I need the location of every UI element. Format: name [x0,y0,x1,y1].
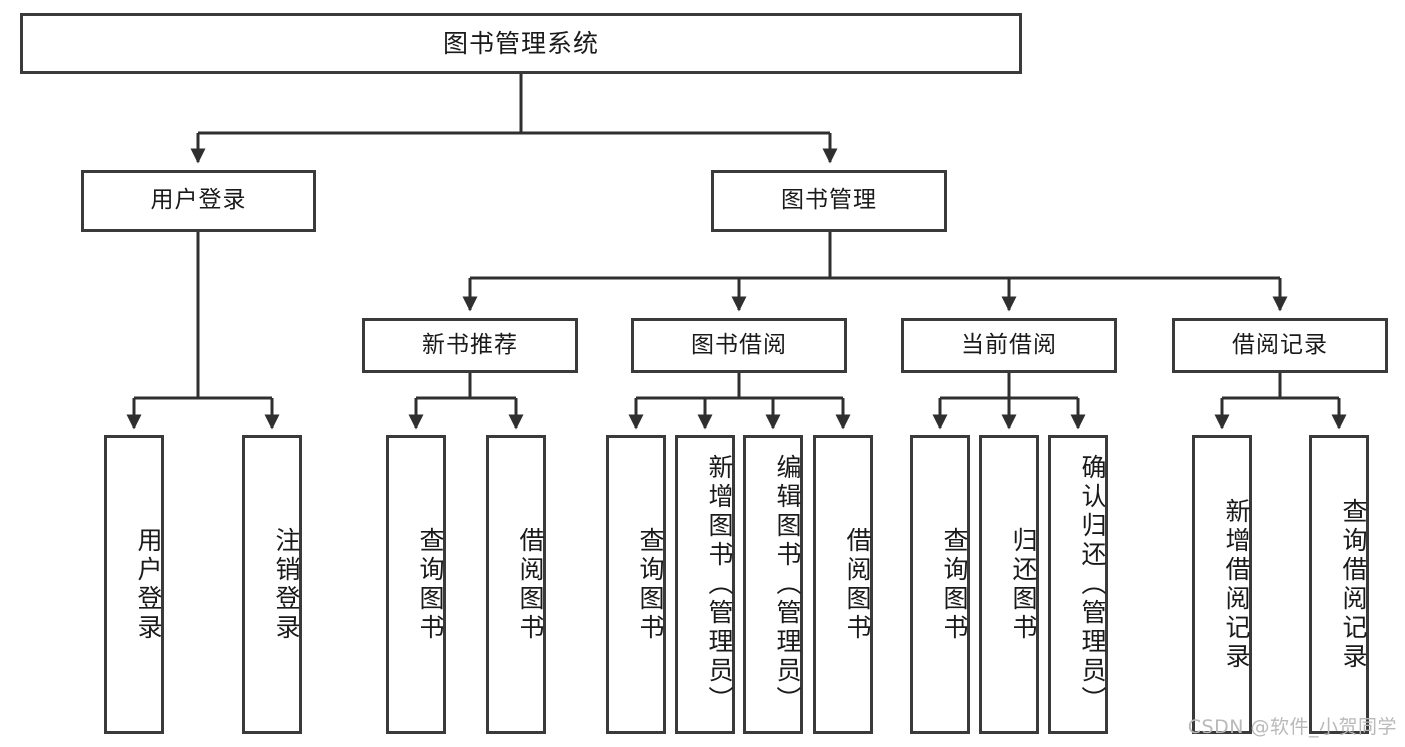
node-label: 新增图书（管理员） [705,454,734,715]
node-label: 当前借阅 [961,331,1057,358]
node-book-management[interactable]: 图书管理 [711,170,947,232]
node-current-borrowing[interactable]: 当前借阅 [901,318,1117,373]
leaf-borrow-books-recommend[interactable]: 借阅图书 [486,435,546,734]
node-label: 图书管理系统 [442,28,599,58]
leaf-edit-book-admin[interactable]: 编辑图书（管理员） [743,435,803,734]
node-book-borrowing[interactable]: 图书借阅 [631,318,847,373]
node-label: 新书推荐 [422,331,518,358]
node-user-login[interactable]: 用户登录 [81,170,316,232]
leaf-borrow-books[interactable]: 借阅图书 [813,435,873,734]
leaf-add-borrow-record[interactable]: 新增借阅记录 [1192,435,1252,734]
leaf-add-book-admin[interactable]: 新增图书（管理员） [675,435,735,734]
leaf-query-books-recommend[interactable]: 查询图书 [386,435,446,734]
leaf-query-borrow-record[interactable]: 查询借阅记录 [1309,435,1369,734]
node-label: 查询图书 [416,526,445,643]
leaf-user-login[interactable]: 用户登录 [104,435,164,734]
node-label: 图书管理 [781,187,877,214]
node-label: 归还图书 [1009,526,1038,643]
node-label: 图书借阅 [691,331,787,358]
leaf-return-books[interactable]: 归还图书 [979,435,1039,734]
leaf-query-books-borrow[interactable]: 查询图书 [606,435,666,734]
node-new-book-recommendation[interactable]: 新书推荐 [362,318,578,373]
node-label: 查询图书 [636,526,665,643]
node-label: 编辑图书（管理员） [773,454,802,715]
leaf-confirm-return-admin[interactable]: 确认归还（管理员） [1048,435,1108,734]
node-label: 借阅记录 [1232,331,1328,358]
node-label: 用户登录 [134,526,163,643]
node-label: 注销登录 [272,526,301,643]
node-label: 借阅图书 [843,526,872,643]
node-label: 查询图书 [940,526,969,643]
leaf-logout[interactable]: 注销登录 [242,435,302,734]
watermark-text: CSDN @软件_小贺同学 [1187,716,1397,738]
node-label: 用户登录 [150,187,247,214]
leaf-query-books-current[interactable]: 查询图书 [910,435,970,734]
node-label: 确认归还（管理员） [1078,454,1107,715]
node-label: 查询借阅记录 [1339,497,1368,672]
node-label: 借阅图书 [516,526,545,643]
node-label: 新增借阅记录 [1222,497,1251,672]
node-root-book-management-system[interactable]: 图书管理系统 [20,13,1022,74]
node-borrowing-records[interactable]: 借阅记录 [1172,318,1388,373]
